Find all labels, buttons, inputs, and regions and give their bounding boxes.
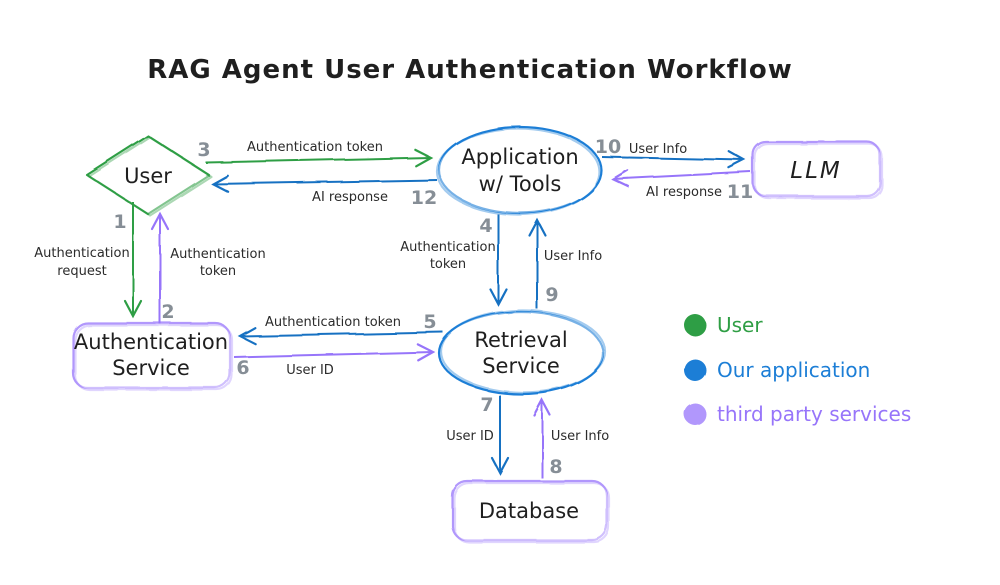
edge-4-number: 4	[479, 215, 492, 237]
edge-7-number: 7	[480, 394, 493, 416]
edge-2-number: 2	[161, 301, 174, 323]
edge-3-number: 3	[197, 139, 210, 161]
llm-node-shape	[751, 140, 884, 200]
edge-11-label: AI response	[646, 185, 722, 200]
edge-9-number: 9	[545, 284, 558, 306]
edge-5-label: Authentication token	[265, 315, 401, 330]
arrow-11-ai-response	[610, 169, 752, 188]
edge-9-label: User Info	[544, 249, 602, 264]
edge-12-number: 12	[411, 187, 437, 209]
edge-8-number: 8	[549, 456, 562, 478]
retrieval-service-node-label-line1: Retrieval	[474, 328, 567, 352]
edge-1-label-line2: request	[57, 264, 106, 279]
edge-10-number: 10	[595, 136, 621, 158]
arrow-3-auth-token	[205, 149, 434, 168]
edge-10-label: User Info	[629, 142, 687, 157]
arrow-10-user-info	[601, 150, 747, 169]
diagram-title: RAG Agent User Authentication Workflow	[147, 55, 793, 85]
edge-7-label: User ID	[446, 429, 494, 444]
application-node-shape	[435, 125, 603, 216]
edge-4-label-line1: Authentication	[400, 240, 495, 255]
legend-label-user: User	[717, 313, 763, 337]
arrow-12-ai-response	[210, 174, 438, 193]
application-node-label-line2: w/ Tools	[479, 172, 562, 196]
legend-dot-third-party	[684, 403, 706, 425]
legend-label-third-party: third party services	[717, 402, 911, 426]
legend-dot-user	[684, 314, 706, 336]
llm-node-label: LLM	[790, 158, 841, 184]
user-node-shape	[85, 134, 213, 217]
user-node-label: User	[124, 164, 172, 188]
edge-6-number: 6	[236, 357, 249, 379]
auth-service-node-label-line2: Service	[112, 356, 190, 380]
auth-service-node-label-line1: Authentication	[74, 330, 228, 354]
edge-12-label: AI response	[312, 190, 388, 205]
edge-11-number: 11	[727, 181, 753, 203]
edge-4-label-line2: token	[430, 257, 466, 272]
edge-5-number: 5	[423, 311, 436, 333]
auth-service-node-shape	[71, 321, 234, 392]
edge-2-label-line1: Authentication	[170, 247, 265, 262]
retrieval-service-node-label-line2: Service	[482, 354, 560, 378]
edge-1-number: 1	[113, 211, 126, 233]
edge-1-label-line1: Authentication	[34, 246, 129, 261]
retrieval-service-node-shape	[437, 309, 607, 396]
arrow-5-auth-token	[237, 326, 444, 345]
edge-6-label: User ID	[286, 363, 334, 378]
edge-3-label: Authentication token	[247, 140, 383, 155]
edge-8-label: User Info	[551, 429, 609, 444]
legend-dot-our-application	[684, 359, 706, 381]
database-node-label: Database	[479, 499, 579, 523]
edge-2-label-line2: token	[200, 264, 236, 279]
arrow-6-user-id	[233, 343, 436, 362]
legend-label-our-application: Our application	[717, 358, 870, 382]
application-node-label-line1: Application	[461, 145, 578, 169]
database-node-shape	[450, 479, 611, 544]
